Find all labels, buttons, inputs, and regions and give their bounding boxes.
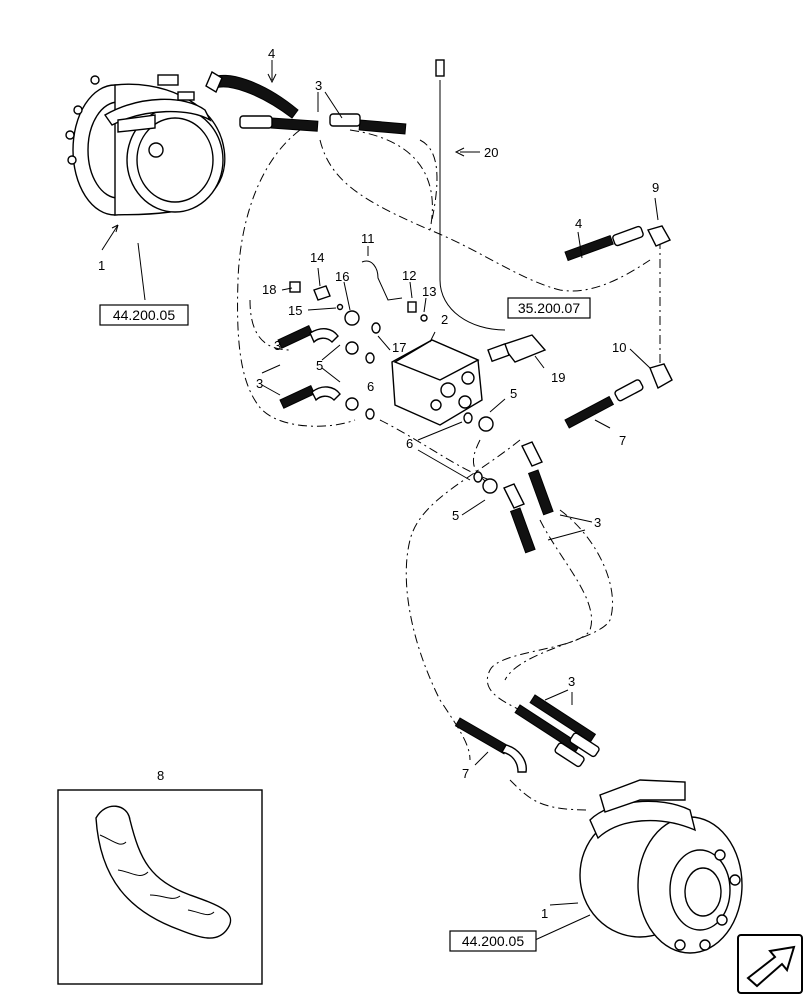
callout-8: 8 — [157, 768, 164, 783]
callout-3: 3 — [274, 338, 281, 353]
callout-7: 7 — [619, 433, 626, 448]
callout-7: 7 — [462, 766, 469, 781]
svg-text:44.200.05: 44.200.05 — [113, 307, 175, 323]
navigation-arrow-icon[interactable] — [737, 934, 803, 994]
leader-lines — [101, 60, 659, 941]
ref-box-motor-bottom[interactable]: 44.200.05 — [449, 930, 537, 952]
callout-17: 17 — [392, 340, 406, 355]
callout-4: 4 — [268, 46, 275, 61]
callout-15: 15 — [288, 303, 302, 318]
callout-5: 5 — [510, 386, 517, 401]
callout-6: 6 — [367, 379, 374, 394]
svg-text:44.200.05: 44.200.05 — [462, 933, 524, 949]
callout-6: 6 — [406, 436, 413, 451]
wheel-motor-top — [65, 74, 226, 216]
callout-13: 13 — [422, 284, 436, 299]
valve-assembly — [289, 59, 547, 494]
wheel-motor-bottom — [579, 779, 743, 954]
callout-3: 3 — [568, 674, 575, 689]
callout-18: 18 — [262, 282, 276, 297]
callout-3: 3 — [256, 376, 263, 391]
ref-box-motor-top[interactable]: 44.200.05 — [99, 304, 189, 326]
callout-12: 12 — [402, 268, 416, 283]
ref-box-valve[interactable]: 35.200.07 — [507, 297, 591, 319]
hoses — [205, 70, 644, 773]
callout-20: 20 — [484, 145, 498, 160]
callout-1: 1 — [541, 906, 548, 921]
svg-text:35.200.07: 35.200.07 — [518, 300, 580, 316]
callout-2: 2 — [441, 312, 448, 327]
callout-14: 14 — [310, 250, 324, 265]
callout-5: 5 — [316, 358, 323, 373]
callout-4: 4 — [575, 216, 582, 231]
elbow-fittings — [646, 225, 673, 390]
callout-3: 3 — [315, 78, 322, 93]
callout-3: 3 — [594, 515, 601, 530]
callout-10: 10 — [612, 340, 626, 355]
callout-9: 9 — [652, 180, 659, 195]
callout-16: 16 — [335, 269, 349, 284]
callout-19: 19 — [551, 370, 565, 385]
callout-5: 5 — [452, 508, 459, 523]
hose-routing-lines — [237, 80, 661, 811]
callout-numbers: 1 1 2 3 3 3 3 3 4 4 5 5 5 6 6 7 7 8 9 10… — [98, 46, 659, 921]
callout-11: 11 — [361, 231, 375, 246]
inset-hose-sleeve — [57, 789, 263, 985]
callout-1: 1 — [98, 258, 105, 273]
